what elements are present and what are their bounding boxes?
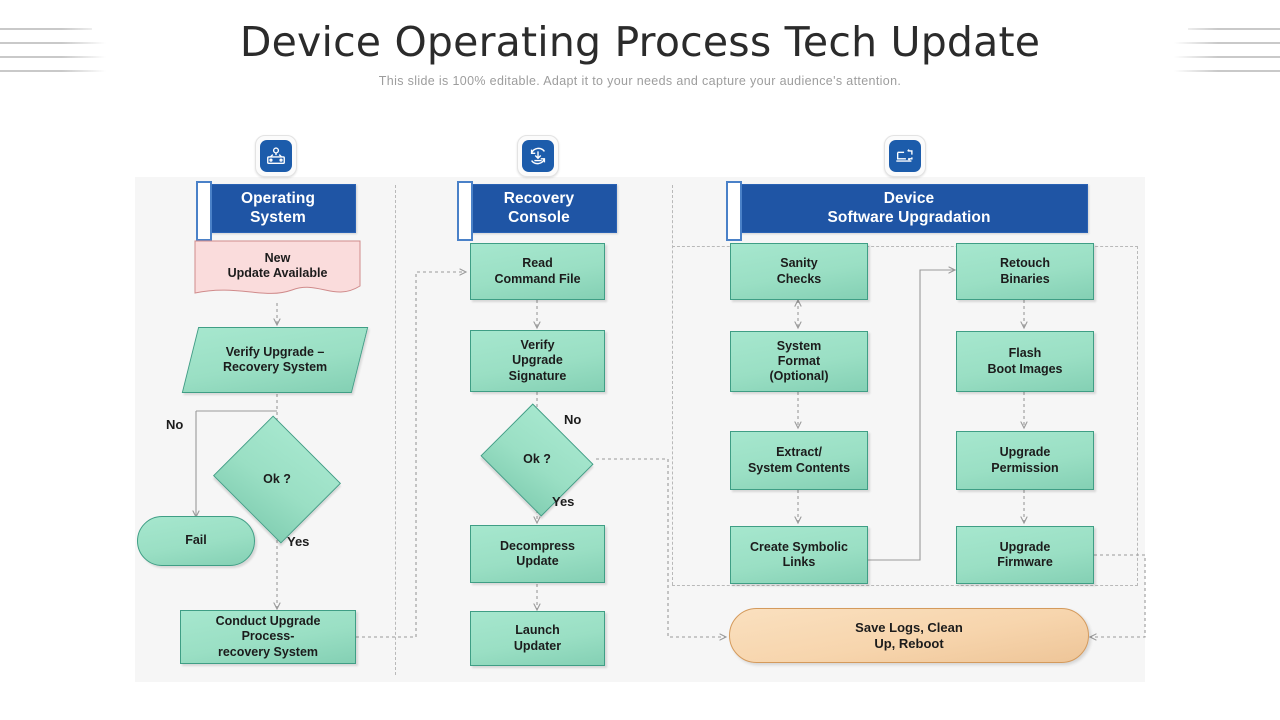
node-line-1: Conduct Upgrade bbox=[215, 614, 321, 629]
node-label: Ok ? bbox=[523, 452, 551, 467]
header-line-2: Console bbox=[508, 208, 570, 226]
node-retouch-binaries[interactable]: Retouch Binaries bbox=[956, 243, 1094, 300]
node-line-2: Process- bbox=[241, 629, 295, 644]
node-line-1: Save Logs, Clean bbox=[855, 619, 963, 635]
node-line-2: Update Available bbox=[227, 266, 328, 280]
node-ok-decision-mid[interactable]: Ok ? bbox=[480, 403, 594, 517]
node-upgrade-firmware[interactable]: Upgrade Firmware bbox=[956, 526, 1094, 584]
node-flash-boot-images[interactable]: Flash Boot Images bbox=[956, 331, 1094, 392]
column-divider-1 bbox=[395, 185, 396, 675]
node-create-symbolic-links[interactable]: Create Symbolic Links bbox=[730, 526, 868, 584]
node-decompress-update[interactable]: Decompress Update bbox=[470, 525, 605, 583]
column-header-operating-system: Operating System bbox=[196, 181, 356, 241]
node-line-3: recovery System bbox=[217, 644, 319, 659]
download-refresh-icon bbox=[517, 135, 559, 177]
node-line-2: Links bbox=[782, 555, 816, 569]
node-line-1: Sanity bbox=[780, 256, 818, 271]
node-line-1: Decompress bbox=[499, 538, 576, 553]
node-launch-updater[interactable]: Launch Updater bbox=[470, 611, 605, 666]
node-sanity-checks[interactable]: Sanity Checks bbox=[730, 243, 868, 300]
column-divider-2 bbox=[672, 185, 673, 585]
node-line-3: (Optional) bbox=[769, 369, 829, 384]
node-conduct-upgrade-process[interactable]: Conduct Upgrade Process- recovery System bbox=[180, 610, 356, 664]
node-extract-system-contents[interactable]: Extract/ System Contents bbox=[730, 431, 868, 490]
node-line-2: Format bbox=[777, 353, 821, 368]
edge-label-yes-left: Yes bbox=[287, 534, 310, 549]
node-new-update-available[interactable]: New Update Available bbox=[194, 240, 361, 302]
node-line-2: Permission bbox=[991, 460, 1059, 475]
node-line-2: Up, Reboot bbox=[874, 635, 944, 651]
edge-label-no-mid: No bbox=[564, 412, 582, 427]
node-line-2: Update bbox=[516, 554, 559, 568]
node-line-1: System bbox=[776, 338, 822, 353]
node-line-1: New bbox=[264, 250, 291, 265]
node-line-1: Upgrade bbox=[999, 445, 1051, 460]
node-verify-upgrade-signature[interactable]: Verify Upgrade Signature bbox=[470, 330, 605, 392]
decorative-lines-left bbox=[0, 20, 120, 92]
node-line-1: Upgrade bbox=[999, 539, 1051, 554]
node-line-2: Recovery System bbox=[222, 360, 328, 374]
laptop-refresh-icon bbox=[884, 135, 926, 177]
right-group-outline bbox=[672, 246, 1138, 586]
header-line-2: System bbox=[250, 208, 306, 226]
node-read-command-file[interactable]: Read Command File bbox=[470, 243, 605, 300]
node-line-3: Signature bbox=[508, 368, 567, 383]
node-line-2: Upgrade bbox=[512, 353, 563, 368]
node-line-2: Boot Images bbox=[987, 361, 1063, 376]
node-line-2: Binaries bbox=[1000, 271, 1050, 286]
node-system-format-optional[interactable]: System Format (Optional) bbox=[730, 331, 868, 392]
node-line-1: Flash bbox=[1008, 346, 1042, 361]
node-fail[interactable]: Fail bbox=[137, 516, 255, 566]
node-line-1: Verify Upgrade – bbox=[225, 344, 325, 359]
column-header-recovery-console: Recovery Console bbox=[457, 181, 617, 241]
node-ok-decision-left[interactable]: Ok ? bbox=[213, 415, 341, 544]
node-label: Fail bbox=[185, 533, 207, 548]
header-line-1: Operating bbox=[240, 190, 316, 208]
node-label: Ok ? bbox=[263, 471, 291, 486]
node-save-logs-clean-up-reboot[interactable]: Save Logs, Clean Up, Reboot bbox=[729, 608, 1089, 663]
column-header-device-software-upgradation: Device Software Upgradation bbox=[726, 181, 1088, 241]
node-line-1: Retouch bbox=[1000, 256, 1050, 271]
device-gear-icon bbox=[255, 135, 297, 177]
node-line-1: Read bbox=[522, 256, 553, 271]
node-line-2: System Contents bbox=[747, 460, 851, 475]
edge-label-no-left: No bbox=[166, 417, 184, 432]
node-line-2: Command File bbox=[494, 271, 581, 286]
decorative-lines-right bbox=[1160, 20, 1280, 92]
node-line-2: Updater bbox=[513, 638, 562, 653]
node-line-1: Verify bbox=[520, 338, 555, 353]
edge-label-yes-mid: Yes bbox=[552, 494, 575, 509]
node-line-2: Firmware bbox=[997, 555, 1053, 569]
slide-subtitle: This slide is 100% editable. Adapt it to… bbox=[378, 74, 902, 88]
node-line-1: Launch bbox=[515, 623, 560, 638]
header-line-2: Software Upgradation bbox=[827, 208, 991, 226]
header-line-1: Device bbox=[883, 190, 935, 208]
node-verify-upgrade-recovery-system[interactable]: Verify Upgrade – Recovery System bbox=[181, 327, 369, 393]
node-upgrade-permission[interactable]: Upgrade Permission bbox=[956, 431, 1094, 490]
header-line-1: Recovery bbox=[503, 190, 575, 208]
slide-title: Device Operating Process Tech Update bbox=[239, 18, 1041, 66]
node-line-2: Checks bbox=[776, 271, 822, 286]
node-line-1: Create Symbolic bbox=[750, 539, 848, 554]
node-line-1: Extract/ bbox=[776, 445, 822, 460]
